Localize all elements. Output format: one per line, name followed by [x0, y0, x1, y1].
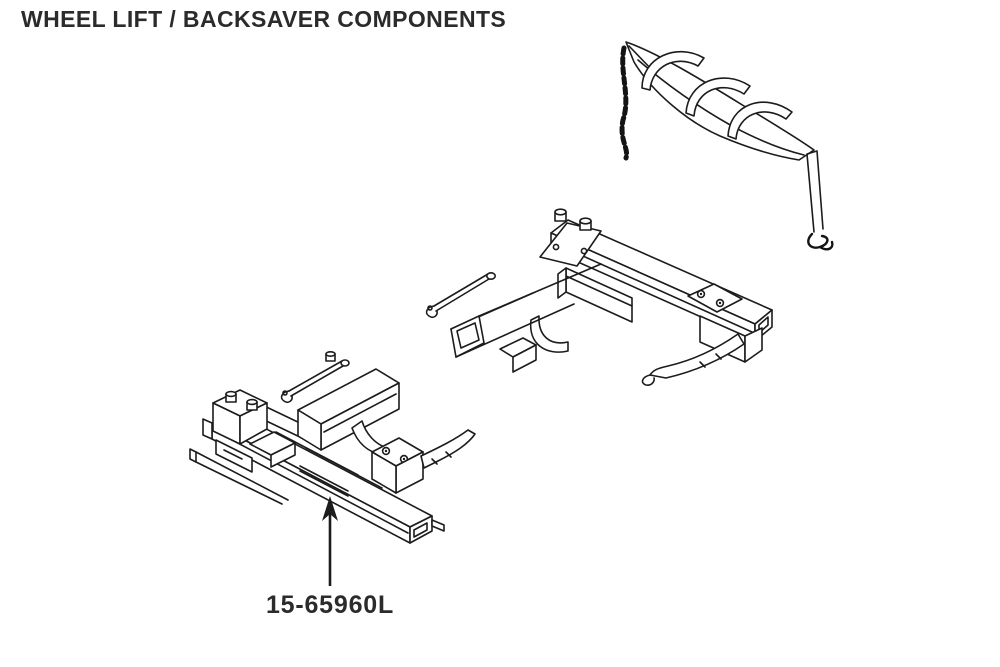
wheel-lift-boom-assembly: [425, 208, 773, 386]
hitch-pin-lower: [280, 359, 350, 403]
strap-arch: [641, 50, 705, 91]
safety-chain: [619, 45, 630, 161]
strap-arch: [685, 77, 751, 117]
crossbar-assembly: [189, 350, 476, 544]
part-number-label: 15-65960L: [265, 591, 395, 619]
bolt: [246, 398, 258, 411]
wheel-strap-sling-assembly: [619, 41, 834, 251]
bolt: [554, 208, 567, 222]
strap-arch: [727, 101, 793, 140]
page-title: WHEEL LIFT / BACKSAVER COMPONENTS: [21, 6, 507, 32]
bolt: [225, 390, 237, 403]
part-pointer-arrow: [322, 496, 338, 586]
bolt: [579, 217, 592, 231]
hitch-pin-upper: [425, 271, 496, 318]
strap-hook: [806, 150, 834, 251]
